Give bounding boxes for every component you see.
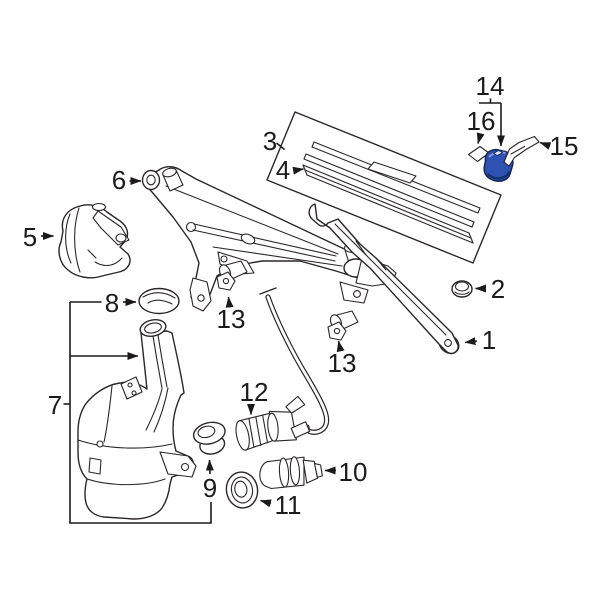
reservoir-hole [96, 440, 104, 448]
crank-hole [220, 255, 228, 263]
clip-rear-hole [333, 327, 341, 335]
reservoir-bracket-arm [159, 451, 197, 478]
callout-1[interactable]: 1 [482, 325, 496, 355]
callout-13-rear[interactable]: 13 [328, 348, 357, 378]
arm-tip-group [503, 135, 540, 167]
pivot-ring-hole [146, 174, 156, 186]
wiper-blade-refill [302, 164, 474, 244]
callout-6[interactable]: 6 [112, 165, 126, 195]
link-detail [240, 233, 256, 245]
callout-8[interactable]: 8 [105, 288, 119, 318]
blade-spoiler [367, 161, 417, 184]
callout-12[interactable]: 12 [240, 377, 269, 407]
leader-13b [336, 340, 345, 353]
motor-shaft [91, 202, 107, 212]
leader-16 [476, 132, 485, 144]
wiper-motor-group [58, 202, 131, 279]
neck-bracket-hole [127, 382, 133, 388]
callout-labels: 1 2 3 4 5 6 7 8 9 10 11 12 13 13 14 15 1… [23, 71, 579, 520]
leader-11 [260, 499, 272, 508]
neck-bracket [120, 376, 143, 400]
filler-neck-opening [144, 322, 162, 334]
pump-10-tip [313, 462, 323, 478]
bracket-14 [479, 98, 501, 104]
grommet-9-hole [197, 425, 216, 439]
bracket-arm-hole [180, 462, 190, 472]
callout-2[interactable]: 2 [491, 274, 505, 304]
pump-12-endcap [235, 420, 250, 451]
boss-top [162, 167, 177, 178]
leader-9 [205, 459, 214, 475]
callout-16[interactable]: 16 [467, 106, 496, 136]
nut-top [454, 281, 470, 292]
clip-front-hole [222, 277, 230, 285]
leader-1 [464, 337, 478, 346]
reservoir-cap-group [138, 287, 180, 315]
grommet-11-hole [234, 480, 248, 498]
bracket-7 [69, 302, 212, 524]
pivot-nut-group [451, 280, 473, 298]
tab-hole [353, 290, 361, 298]
callout-5[interactable]: 5 [23, 222, 37, 252]
callout-3[interactable]: 3 [263, 126, 277, 156]
link-joint [185, 221, 197, 233]
grommet-11-group [225, 471, 259, 509]
wiper-blade-frame [303, 153, 475, 228]
leader-15 [539, 141, 552, 150]
pump-10-nose [302, 459, 319, 484]
washer-hose-core [266, 295, 328, 434]
leader-3 [275, 142, 286, 151]
callout-13-front[interactable]: 13 [217, 304, 246, 334]
pump-12-group [235, 395, 311, 451]
washer-hose-group [259, 287, 330, 435]
callout-9[interactable]: 9 [203, 473, 217, 503]
callout-10[interactable]: 10 [339, 457, 368, 487]
pump-12-ridge [267, 412, 279, 442]
leader-lines [41, 98, 552, 524]
arm-base-hole [444, 339, 452, 347]
leader-13a [225, 296, 234, 308]
leader-4 [292, 166, 304, 175]
callout-7[interactable]: 7 [48, 390, 62, 420]
callout-4[interactable]: 4 [276, 155, 290, 185]
clip-front-group [216, 260, 248, 291]
wiper-arm [308, 203, 459, 355]
cover-shade [486, 170, 511, 180]
wiper-arm-tip [503, 135, 540, 167]
washer-reservoir-group [77, 319, 197, 520]
neck-bracket-hole2 [131, 390, 137, 396]
pump-12-nozzle-down [290, 421, 311, 439]
wiper-arm-group [308, 203, 460, 355]
grommet-9-group [192, 421, 226, 455]
pump-10-rib2 [289, 456, 301, 486]
wiper-blade-box-group [266, 111, 502, 264]
pump-12-nozzle-up [285, 395, 306, 414]
foot-hole [197, 294, 205, 302]
clip-rear-group [327, 310, 359, 341]
callout-11[interactable]: 11 [275, 490, 302, 520]
pump-10-group [259, 456, 323, 490]
callout-14[interactable]: 14 [476, 71, 505, 101]
hose-cut-mark [259, 287, 277, 295]
reservoir-body [77, 330, 194, 520]
crank-eye [115, 233, 127, 243]
pump-10-rib1 [278, 457, 290, 488]
callout-15[interactable]: 15 [550, 131, 579, 161]
cover-notch [492, 150, 504, 156]
reservoir-latch [88, 457, 102, 475]
